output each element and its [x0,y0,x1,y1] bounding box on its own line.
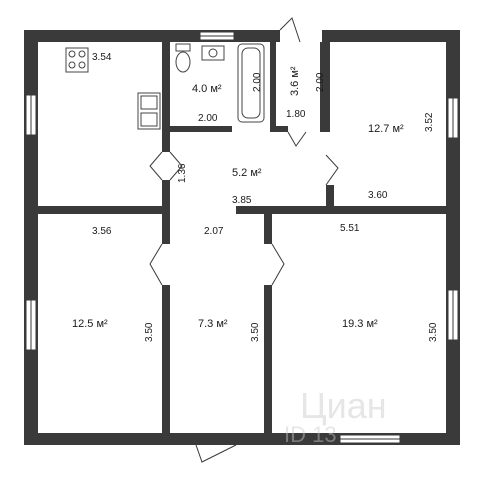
watermark-brand: Циан [300,385,387,426]
bedroom-dim-height: 3.52 [424,112,435,132]
door-toilet [279,17,301,43]
kitchen-dim-width: 3.54 [92,52,112,63]
living-area: 19.3 м² [342,318,378,330]
labels: 3.54 4.0 м² 2.00 2.00 3.6 м² 2.00 1.80 1… [72,52,439,342]
hall-dim-height: 1.36 [177,163,188,183]
room-left-dim-width: 3.56 [92,226,112,237]
stove-icon [65,47,89,73]
room-left-dim-height: 3.50 [144,322,155,342]
hall-dim-width: 3.85 [232,195,252,206]
living-dim-width: 5.51 [340,223,360,234]
door-entrance [195,444,237,463]
toilet-area: 3.6 м² [289,66,301,96]
doors [149,17,339,463]
door-bedroom [325,154,339,186]
watermark-id: ID 13 [284,422,337,447]
bathroom-dim-height: 2.00 [252,72,263,92]
door-living [271,243,285,286]
fixtures [65,43,265,130]
bedroom-dim-width: 3.60 [368,190,388,201]
toilet-dim-height: 2.00 [315,72,326,92]
interior-walls [38,42,446,445]
hall-area: 5.2 м² [232,167,262,179]
bathroom-area: 4.0 м² [192,83,222,95]
door-kitchen [149,151,163,181]
corridor-dim-width: 2.07 [204,226,224,237]
windows [25,31,459,444]
watermark: Циан ID 13 [284,385,387,447]
door-room-left [149,243,163,286]
corridor-dim-height: 3.50 [250,322,261,342]
room-left-area: 12.5 м² [72,318,108,330]
bathroom-dim-width: 2.00 [198,113,218,124]
corridor-area: 7.3 м² [198,318,228,330]
toilet-icon [175,51,191,73]
bathroom-sink-icon [201,45,225,61]
toilet-dim-width: 1.80 [286,109,306,120]
living-dim-height: 3.50 [428,322,439,342]
bedroom-area: 12.7 м² [368,123,404,135]
